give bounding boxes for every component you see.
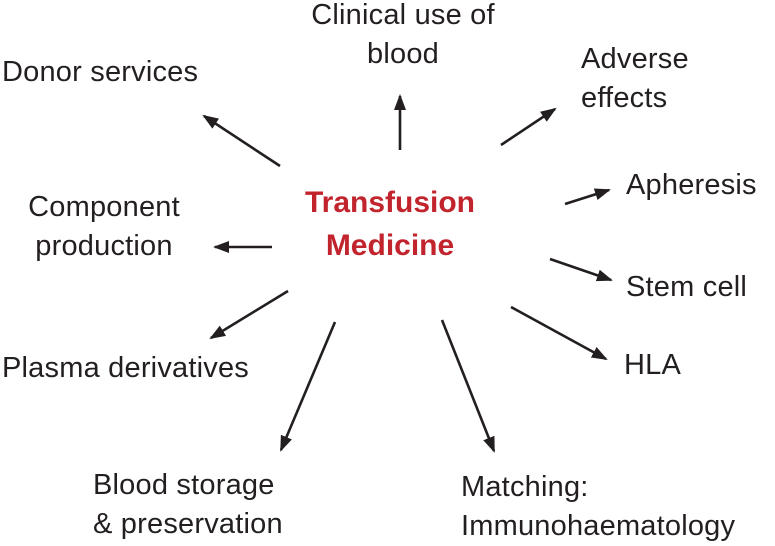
arrow-matching-immunohaematology bbox=[440, 319, 496, 453]
node-label-line: Blood storage bbox=[93, 469, 275, 501]
center-node-line1: Transfusion bbox=[304, 186, 476, 219]
arrow-blood-storage bbox=[279, 321, 337, 452]
arrow-stem-cell bbox=[549, 257, 613, 282]
node-matching-immunohaematology: Matching: Immunohaematology bbox=[461, 468, 735, 546]
arrow-hla bbox=[510, 305, 608, 361]
node-label-line: Matching: bbox=[461, 471, 589, 503]
node-label-line: Immunohaematology bbox=[461, 510, 736, 542]
arrow-apheresis bbox=[564, 188, 611, 206]
node-label-line: HLA bbox=[624, 349, 682, 381]
node-plasma-derivatives: Plasma derivatives bbox=[2, 349, 249, 388]
node-component-production: Component production bbox=[6, 188, 202, 266]
node-label-line: Adverse bbox=[581, 43, 689, 75]
node-label-line: production bbox=[35, 230, 173, 262]
node-hla: HLA bbox=[624, 346, 681, 385]
center-node-line2: Medicine bbox=[325, 229, 455, 262]
node-clinical-use-of-blood: Clinical use of blood bbox=[288, 0, 518, 74]
node-adverse-effects: Adverse effects bbox=[581, 40, 689, 118]
node-label-line: Donor services bbox=[2, 56, 199, 88]
node-apheresis: Apheresis bbox=[626, 166, 757, 205]
arrow-plasma-derivatives bbox=[209, 289, 289, 340]
node-label-line: Plasma derivatives bbox=[2, 352, 249, 384]
node-label-line: Component bbox=[28, 191, 180, 223]
arrow-donor-services bbox=[202, 114, 281, 168]
center-node-transfusion-medicine: Transfusion Medicine bbox=[280, 181, 500, 267]
node-label-line: Stem cell bbox=[626, 271, 748, 303]
node-stem-cell: Stem cell bbox=[626, 268, 747, 307]
node-donor-services: Donor services bbox=[2, 53, 198, 92]
node-label-line: Clinical use of bbox=[311, 0, 495, 31]
node-label-line: Apheresis bbox=[626, 169, 757, 201]
node-blood-storage-preservation: Blood storage & preservation bbox=[93, 466, 283, 544]
node-label-line: & preservation bbox=[93, 508, 283, 540]
node-label-line: blood bbox=[367, 38, 439, 70]
node-label-line: effects bbox=[581, 82, 668, 114]
arrow-adverse-effects bbox=[500, 107, 557, 147]
